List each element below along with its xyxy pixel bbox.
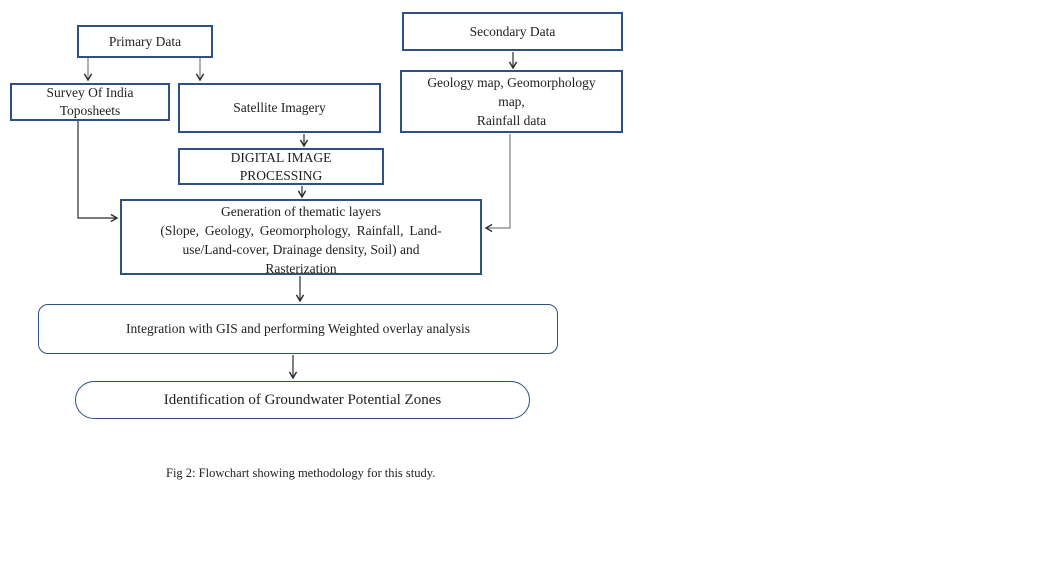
thematic-line-4: Rasterization xyxy=(265,261,337,276)
geology-line-2: map, xyxy=(498,94,525,109)
connector-survey-to-thematic xyxy=(77,121,119,223)
primary-data-label: Primary Data xyxy=(108,33,182,49)
thematic-line-2: (Slope, Geology, Geomorphology, Rainfall… xyxy=(160,223,442,238)
figure-caption: Fig 2: Flowchart showing methodology for… xyxy=(166,466,436,480)
satellite-imagery-label: Satellite Imagery xyxy=(233,100,326,115)
flowchart-box-integration-gis: Integration with GIS and performing Weig… xyxy=(38,304,558,354)
flowchart-box-secondary-data: Secondary Data xyxy=(402,12,623,51)
survey-line-1: Survey Of India xyxy=(46,85,134,100)
flowchart-box-digital-image-processing: DIGITAL IMAGE PROCESSING xyxy=(178,148,384,185)
integration-label: Integration with GIS and performing Weig… xyxy=(126,321,470,336)
survey-line-2: Toposheets xyxy=(59,103,121,118)
geology-line-1: Geology map, Geomorphology xyxy=(427,75,596,90)
flowchart-box-thematic-layers: Generation of thematic layers (Slope, Ge… xyxy=(120,199,482,276)
flowchart-box-satellite-imagery: Satellite Imagery xyxy=(178,83,381,133)
secondary-data-label: Secondary Data xyxy=(469,23,556,39)
connector-geology-to-thematic xyxy=(484,134,511,233)
flowchart-box-identification-zones: Identification of Groundwater Potential … xyxy=(75,381,530,419)
identification-label: Identification of Groundwater Potential … xyxy=(163,392,442,408)
flowchart-box-survey-toposheets: Survey Of India Toposheets xyxy=(10,83,170,121)
flowchart-box-primary-data: Primary Data xyxy=(77,25,213,58)
thematic-line-1: Generation of thematic layers xyxy=(220,204,382,219)
dip-line-2: PROCESSING xyxy=(239,167,323,183)
thematic-line-3: use/Land-cover, Drainage density, Soil) … xyxy=(182,242,420,257)
dip-line-1: DIGITAL IMAGE xyxy=(230,149,332,165)
flowchart-box-geology-maps: Geology map, Geomorphology map, Rainfall… xyxy=(400,70,623,133)
geology-line-3: Rainfall data xyxy=(476,113,547,128)
